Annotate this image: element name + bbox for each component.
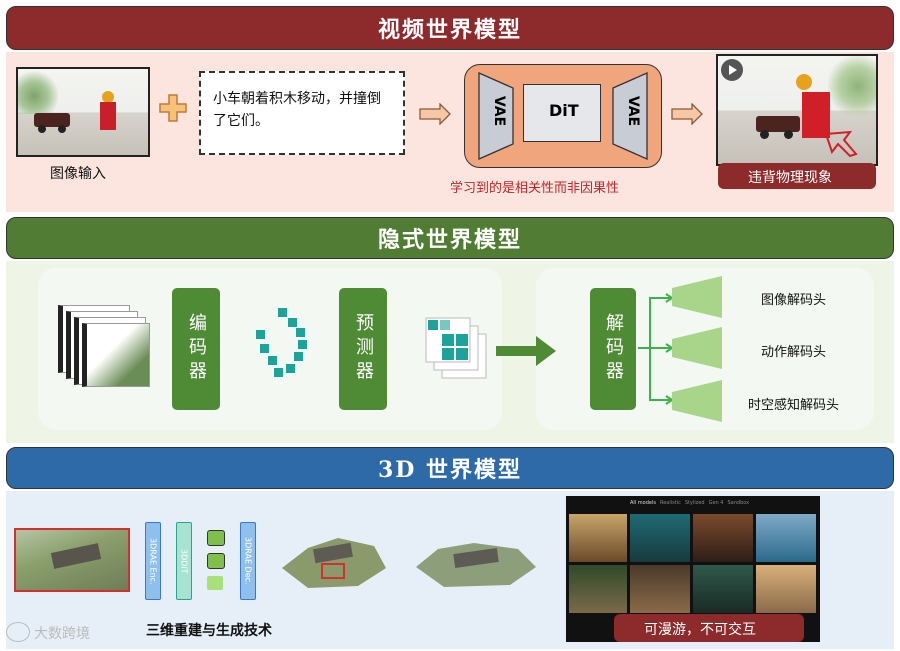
token-pattern-icon bbox=[250, 308, 314, 380]
decoder-head-2 bbox=[672, 327, 722, 373]
scene-input-image bbox=[14, 528, 130, 592]
gallery-tab[interactable]: All models bbox=[630, 500, 656, 506]
cursor-arrow-icon bbox=[822, 128, 858, 162]
decoder-head-1 bbox=[672, 276, 722, 322]
head-label-spatiotemporal: 时空感知解码头 bbox=[748, 398, 840, 413]
dit-block bbox=[523, 84, 601, 142]
3drae-decoder: 3DRAE Dec. bbox=[240, 522, 256, 600]
gallery-thumb[interactable] bbox=[569, 514, 627, 562]
prompt-text: 小车朝着积木移动，并撞倒了它们。 bbox=[213, 91, 381, 129]
head-label-action: 动作解码头 bbox=[761, 345, 827, 360]
output-badge-label: 违背物理现象 bbox=[748, 170, 832, 186]
section1-caption: 学习到的是相关性而非因果性 bbox=[450, 181, 620, 196]
decoder-branch-arrows bbox=[636, 290, 676, 414]
section3-caption: 三维重建与生成技术 bbox=[146, 623, 272, 639]
big-arrow-right-icon bbox=[496, 335, 558, 371]
vae-encoder bbox=[478, 72, 514, 160]
head-label-image: 图像解码头 bbox=[761, 293, 827, 308]
section2-title: 隐式世界模型 bbox=[6, 217, 894, 259]
decoder-block: 解码器 bbox=[590, 288, 636, 410]
watermark-text: 大数跨境 bbox=[34, 626, 90, 642]
gallery-tab[interactable]: Realistic bbox=[659, 500, 681, 506]
watermark-logo-icon bbox=[6, 622, 30, 642]
plus-icon bbox=[158, 93, 188, 123]
gallery-thumb[interactable] bbox=[756, 565, 816, 613]
gallery-thumb[interactable] bbox=[569, 565, 627, 613]
gallery-tab[interactable]: Gen 4 bbox=[708, 500, 724, 506]
input-label: 图像输入 bbox=[50, 166, 106, 182]
predicted-tokens-stack bbox=[420, 312, 490, 382]
predictor-block: 预测器 bbox=[339, 288, 387, 410]
generated-scene bbox=[414, 537, 538, 589]
latent-token-3 bbox=[207, 576, 223, 590]
gallery-thumb[interactable] bbox=[756, 514, 816, 562]
gallery-badge-label: 可漫游，不可交互 bbox=[644, 622, 756, 638]
latent-token-1 bbox=[207, 530, 225, 546]
gallery-tabs: All models Realistic Stylized Gen 4 Sand… bbox=[630, 500, 780, 510]
input-frames-stack bbox=[58, 305, 150, 395]
prompt-box bbox=[199, 71, 405, 155]
gallery-tab[interactable]: Sandbox bbox=[727, 500, 750, 506]
decoder-head-3 bbox=[672, 380, 722, 426]
vae-right-label: VAE bbox=[625, 95, 642, 127]
dit-label: DiT bbox=[549, 101, 579, 120]
gallery-tab[interactable]: Stylized bbox=[684, 500, 705, 506]
section3-title: 3D 世界模型 bbox=[6, 447, 894, 489]
vae-decoder bbox=[612, 72, 648, 160]
input-image bbox=[16, 67, 150, 157]
gallery-thumb[interactable] bbox=[693, 514, 753, 562]
play-icon[interactable] bbox=[721, 59, 743, 81]
arrow-right-icon bbox=[418, 102, 452, 129]
gallery-thumb[interactable] bbox=[693, 565, 753, 613]
vae-left-label: VAE bbox=[491, 95, 508, 127]
gallery-thumb[interactable] bbox=[630, 514, 690, 562]
section1-title: 视频世界模型 bbox=[6, 6, 894, 50]
latent-token-2 bbox=[207, 553, 225, 569]
reconstructed-scene bbox=[278, 528, 390, 592]
3drae-encoder: 3DRAE Enc. bbox=[145, 522, 161, 600]
encoder-block: 编码器 bbox=[172, 288, 220, 410]
gallery-thumb[interactable] bbox=[630, 565, 690, 613]
output-badge bbox=[718, 163, 876, 189]
3d-dit-block: 3DDiT bbox=[176, 522, 192, 600]
arrow-right-icon bbox=[670, 102, 704, 129]
gallery-badge bbox=[614, 614, 804, 642]
